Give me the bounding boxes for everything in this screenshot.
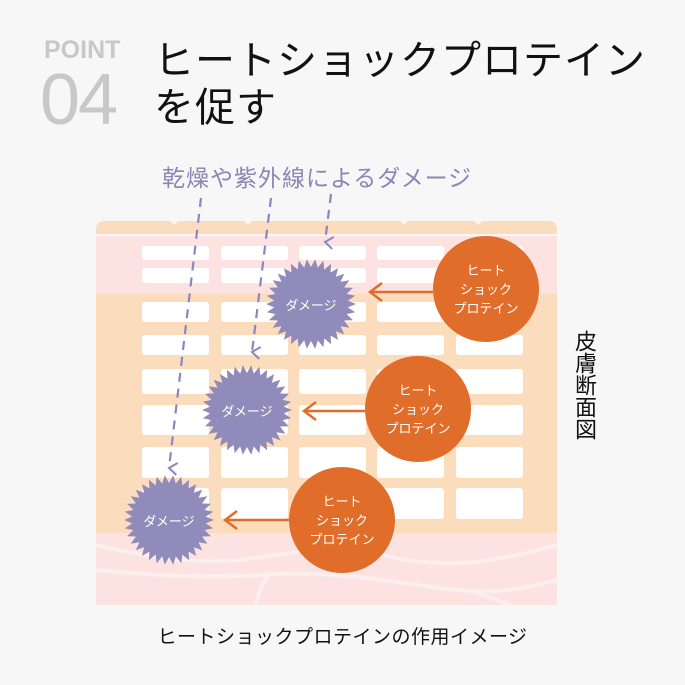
svg-text:ショック: ショック <box>392 403 444 418</box>
side-label: 皮膚断面図 <box>571 330 596 440</box>
svg-text:プロテイン: プロテイン <box>385 422 450 437</box>
damage-caption: 乾燥や紫外線によるダメージ <box>162 166 473 192</box>
damage-arrow-3 <box>323 193 335 250</box>
damage-burst-icon <box>124 475 214 565</box>
damage-marker-1 <box>266 259 356 349</box>
svg-text:ショック: ショック <box>460 283 512 298</box>
damage-label-1: ダメージ <box>285 299 336 314</box>
damage-arrow-1 <box>167 197 203 476</box>
hsp-badge-3: ヒート ショック プロテイン <box>289 467 395 573</box>
damage-arrow-2 <box>250 197 273 360</box>
point-number: 04 <box>40 60 118 140</box>
hsp-action-arrows <box>222 282 433 530</box>
page-title: ヒートショックプロテインを促す <box>154 38 646 131</box>
svg-text:プロテイン: プロテイン <box>453 302 518 317</box>
damage-label-3: ダメージ <box>143 515 194 530</box>
svg-text:ヒート: ヒート <box>466 264 505 279</box>
svg-text:ヒート: ヒート <box>398 384 437 399</box>
bottom-caption: ヒートショックプロテインの作用イメージ <box>157 626 528 648</box>
damage-marker-2 <box>202 365 292 455</box>
hsp-badge-1: ヒート ショック プロテイン <box>433 236 539 342</box>
svg-text:ショック: ショック <box>316 514 368 529</box>
hsp-badge-2: ヒート ショック プロテイン <box>365 356 471 462</box>
svg-text:ヒート: ヒート <box>322 495 361 510</box>
damage-burst-icon <box>202 365 292 455</box>
damage-burst-icon <box>266 259 356 349</box>
svg-text:プロテイン: プロテイン <box>309 533 374 548</box>
damage-dashed-arrows <box>167 193 335 476</box>
damage-marker-3 <box>124 475 214 565</box>
point-label: POINT <box>44 36 121 64</box>
damage-label-2: ダメージ <box>221 405 272 420</box>
